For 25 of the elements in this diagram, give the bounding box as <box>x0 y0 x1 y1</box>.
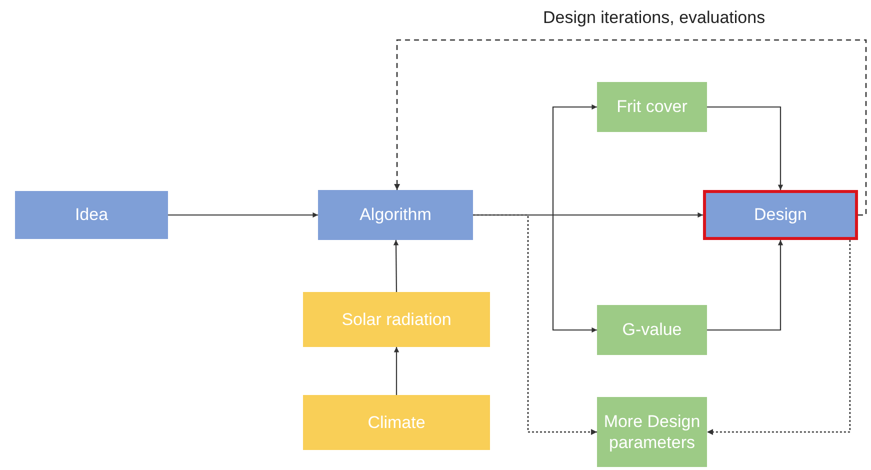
process-box <box>318 190 473 240</box>
box-label: More Design parameters <box>603 410 701 454</box>
box-label: Idea <box>74 204 108 226</box>
box-label: G-value <box>622 319 682 341</box>
dashed-arrow <box>394 39 867 216</box>
process-box <box>597 82 707 132</box>
arrow <box>473 214 597 333</box>
process-box <box>597 397 707 467</box>
process-box <box>303 395 490 450</box>
arrow <box>707 240 784 331</box>
dashed-arrow <box>707 240 851 436</box>
arrow <box>394 347 400 395</box>
box-label: Frit cover <box>616 96 688 118</box>
box-label: Algorithm <box>360 204 432 226</box>
arrow <box>168 212 318 218</box>
process-box <box>703 190 858 240</box>
process-box <box>597 305 707 355</box>
arrow <box>707 106 784 190</box>
box-label: Climate <box>368 412 426 434</box>
box-label: Solar radiation <box>342 308 452 330</box>
process-box <box>303 292 490 347</box>
box-label: Design <box>754 204 807 226</box>
dashed-arrow <box>473 214 597 436</box>
arrow <box>393 240 399 292</box>
process-box <box>15 191 168 239</box>
